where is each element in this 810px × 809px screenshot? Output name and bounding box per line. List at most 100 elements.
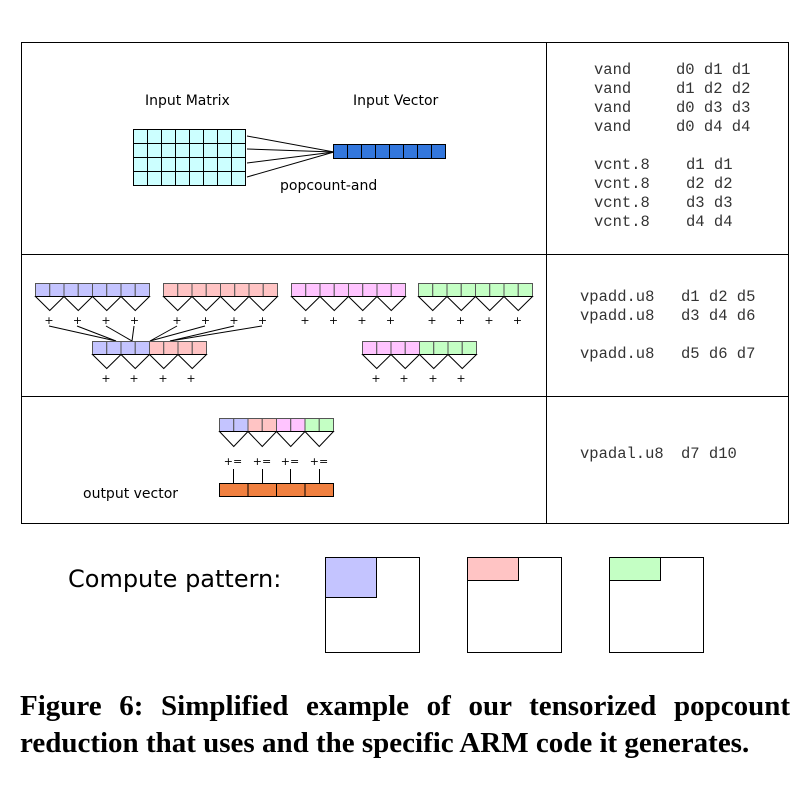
reduce-triangle <box>474 296 506 312</box>
reduced-vector-cell <box>247 418 263 432</box>
reduce-triangle <box>361 354 393 370</box>
vector-cell <box>362 283 378 297</box>
reduce-triangle <box>275 431 307 448</box>
vector-cell <box>177 283 193 297</box>
merge-line <box>48 325 117 342</box>
plus-symbol: + <box>201 314 210 327</box>
vector-cell <box>446 283 462 297</box>
input-matrix-cell <box>175 171 190 186</box>
reduced-vector-cell <box>261 418 277 432</box>
reduce-triangle <box>347 296 379 312</box>
plus-symbol: + <box>258 314 267 327</box>
svg-text:vcnt.8d2 d2: vcnt.8d2 d2 <box>594 175 733 193</box>
popcount-and-label: popcount-and <box>280 178 377 194</box>
input-matrix-cell <box>189 129 204 144</box>
plus-symbol: + <box>158 372 167 385</box>
plus-symbol: + <box>428 372 437 385</box>
reduce-triangle <box>290 296 322 312</box>
input-vector-cell <box>389 144 404 159</box>
merged-vector-cell <box>376 341 392 355</box>
input-vector-cell <box>347 144 362 159</box>
popcount-link-line <box>246 151 335 164</box>
vector-cell <box>489 283 505 297</box>
vector-cell <box>305 283 321 297</box>
vector-cell <box>248 283 264 297</box>
vector-cell <box>517 283 533 297</box>
merged-vector-cell <box>461 341 477 355</box>
input-matrix-cell <box>217 143 232 158</box>
vector-cell <box>390 283 406 297</box>
vector-cell <box>134 283 150 297</box>
input-vector-label: Input Vector <box>353 93 439 109</box>
vector-cell <box>319 283 335 297</box>
plus-symbol: + <box>484 314 493 327</box>
input-vector-cell <box>333 144 348 159</box>
reduced-vector-cell <box>304 418 320 432</box>
input-matrix-cell <box>147 143 162 158</box>
plus-symbol: + <box>44 314 53 327</box>
plus-symbol: + <box>130 314 139 327</box>
reduce-triangle <box>446 354 478 370</box>
merged-vector-cell <box>120 341 136 355</box>
reduce-triangle <box>34 296 66 312</box>
output-vector-cell <box>219 483 249 497</box>
input-matrix-cell <box>175 157 190 172</box>
output-vector-cell <box>247 483 277 497</box>
reduce-triangle <box>190 296 222 312</box>
merge-line <box>149 325 178 342</box>
merged-vector-cell <box>106 341 122 355</box>
plus-symbol: += <box>281 455 299 468</box>
figure-diagram: Input Matrix Input Vector popcount-and v… <box>21 42 789 653</box>
vector-cell <box>205 283 221 297</box>
plus-symbol: + <box>386 314 395 327</box>
merge-line <box>169 325 263 342</box>
popcount-link-line <box>246 148 335 153</box>
input-matrix-cell <box>175 129 190 144</box>
plus-symbol: + <box>456 314 465 327</box>
input-matrix-cell <box>161 157 176 172</box>
merge-line <box>105 325 133 342</box>
svg-text:vcnt.8d1 d1: vcnt.8d1 d1 <box>594 156 733 174</box>
plus-symbol: + <box>329 314 338 327</box>
input-matrix-cell <box>217 171 232 186</box>
svg-text:vcnt.8d4 d4: vcnt.8d4 d4 <box>594 213 733 231</box>
merged-vector-cell <box>134 341 150 355</box>
reduce-triangle <box>303 431 335 448</box>
merged-vector-cell <box>92 341 108 355</box>
reduce-triangle <box>502 296 534 312</box>
compute-pattern-label: Compute pattern: <box>68 565 281 593</box>
vector-cell <box>106 283 122 297</box>
plus-symbol: + <box>172 314 181 327</box>
merged-vector-cell <box>447 341 463 355</box>
vector-cell <box>291 283 307 297</box>
vector-cell <box>92 283 108 297</box>
merged-vector-cell <box>390 341 406 355</box>
merged-vector-cell <box>149 341 165 355</box>
plus-symbol: += <box>253 455 271 468</box>
input-matrix-cell <box>203 143 218 158</box>
merge-line <box>76 325 117 342</box>
vector-cell <box>163 283 179 297</box>
input-matrix-cell <box>147 157 162 172</box>
plus-symbol: += <box>224 455 242 468</box>
merged-vector-cell <box>191 341 207 355</box>
reduce-triangle <box>219 296 251 312</box>
plus-symbol: + <box>101 372 110 385</box>
input-matrix-cell <box>203 171 218 186</box>
vector-cell <box>191 283 207 297</box>
merged-vector-cell <box>163 341 179 355</box>
vector-cell <box>503 283 519 297</box>
vector-cell <box>460 283 476 297</box>
input-matrix-cell <box>161 129 176 144</box>
popcount-link-line <box>246 151 335 178</box>
input-matrix-cell <box>231 157 246 172</box>
input-matrix-cell <box>161 143 176 158</box>
vector-cell <box>77 283 93 297</box>
reduce-triangle <box>389 354 421 370</box>
input-matrix-cell <box>175 143 190 158</box>
